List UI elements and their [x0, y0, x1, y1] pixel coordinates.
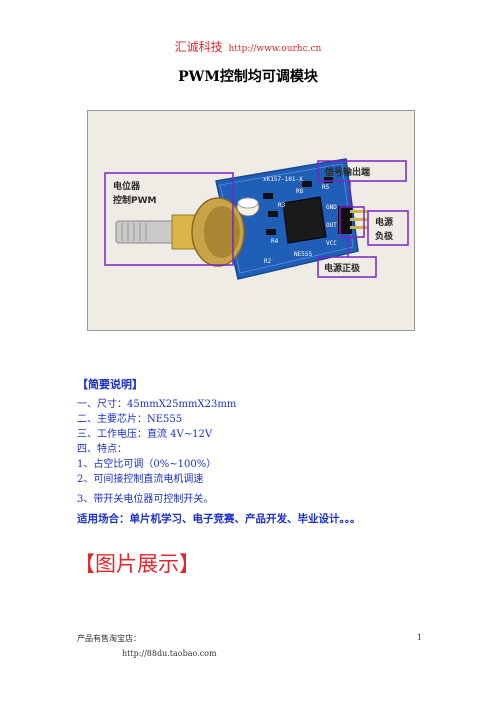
- company-url[interactable]: http://www.ourhc.cn: [228, 44, 322, 54]
- board-top-label: xK157-101-X: [263, 176, 303, 183]
- gallery-heading: 【图片展示】: [74, 552, 200, 576]
- brief-item-switch: 3、带开关电位器可控制开关。: [77, 494, 214, 505]
- header-pins: [338, 206, 368, 234]
- document-title: PWM控制均可调模块: [178, 69, 318, 85]
- board-r4: R4: [271, 238, 279, 245]
- brief-item-motor: 2、可间接控制直流电机调速: [77, 474, 204, 485]
- callout-box-potentiometer: [104, 172, 234, 266]
- brief-item-voltage: 三、工作电压：直流 4V~12V: [77, 429, 213, 440]
- brief-item-features: 四、特点：: [77, 444, 127, 455]
- brief-heading: 【简要说明】: [77, 378, 143, 391]
- callout-box-power-negative: [367, 210, 409, 246]
- board-r3: R3: [278, 202, 286, 209]
- brief-item-duty-cycle: 1、占空比可调（0%~100%）: [77, 459, 217, 470]
- footer-page-number: 1: [417, 633, 423, 642]
- company-name: 汇诚科技: [174, 40, 223, 54]
- board-vcc: VCC: [326, 240, 337, 247]
- callout-label-pot-line2: 控制PWM: [113, 194, 157, 206]
- callout-label-negative-line2: 负极: [375, 230, 394, 242]
- page-header: 汇诚科技 http://www.ourhc.cn: [0, 38, 496, 55]
- callout-label-negative-line1: 电源: [375, 216, 393, 228]
- brief-item-size: 一、尺寸：45mmX25mmX23mm: [77, 399, 237, 410]
- capacitor: [236, 197, 260, 217]
- footer-shop-label: 产品有售淘宝店：: [77, 634, 141, 643]
- ne555-chip: [282, 196, 327, 244]
- board-out: OUT: [326, 222, 337, 229]
- callout-box-signal-output: [317, 160, 407, 182]
- board-ne555: NE555: [294, 251, 312, 258]
- applications-line: 适用场合：单片机学习、电子竞赛、产品开发、毕业设计。。。: [77, 513, 361, 525]
- callout-box-pins: [339, 206, 365, 238]
- callout-label-power-positive: 电源正极: [324, 262, 361, 274]
- board-r2: R2: [264, 258, 272, 265]
- brief-item-chip: 二、主要芯片：NE555: [77, 414, 183, 425]
- footer-shop-url[interactable]: http://88du.taobao.com: [122, 649, 217, 658]
- board-gnd: GND: [326, 204, 337, 211]
- product-photo: xK157-101-X R8 R3 R4 R2 NE555 R5 VCC GND…: [87, 110, 415, 331]
- board-r5: R5: [322, 184, 330, 191]
- callout-label-pot-line1: 电位器: [113, 180, 141, 192]
- smd-parts: [263, 177, 333, 235]
- potentiometer-body: [191, 197, 245, 267]
- callout-label-signal-output: 信号输出端: [325, 166, 370, 178]
- callout-box-power-positive: [317, 256, 377, 278]
- board-r8: R8: [296, 188, 304, 195]
- product-photo-drawing: xK157-101-X R8 R3 R4 R2 NE555 R5 VCC GND…: [88, 111, 414, 330]
